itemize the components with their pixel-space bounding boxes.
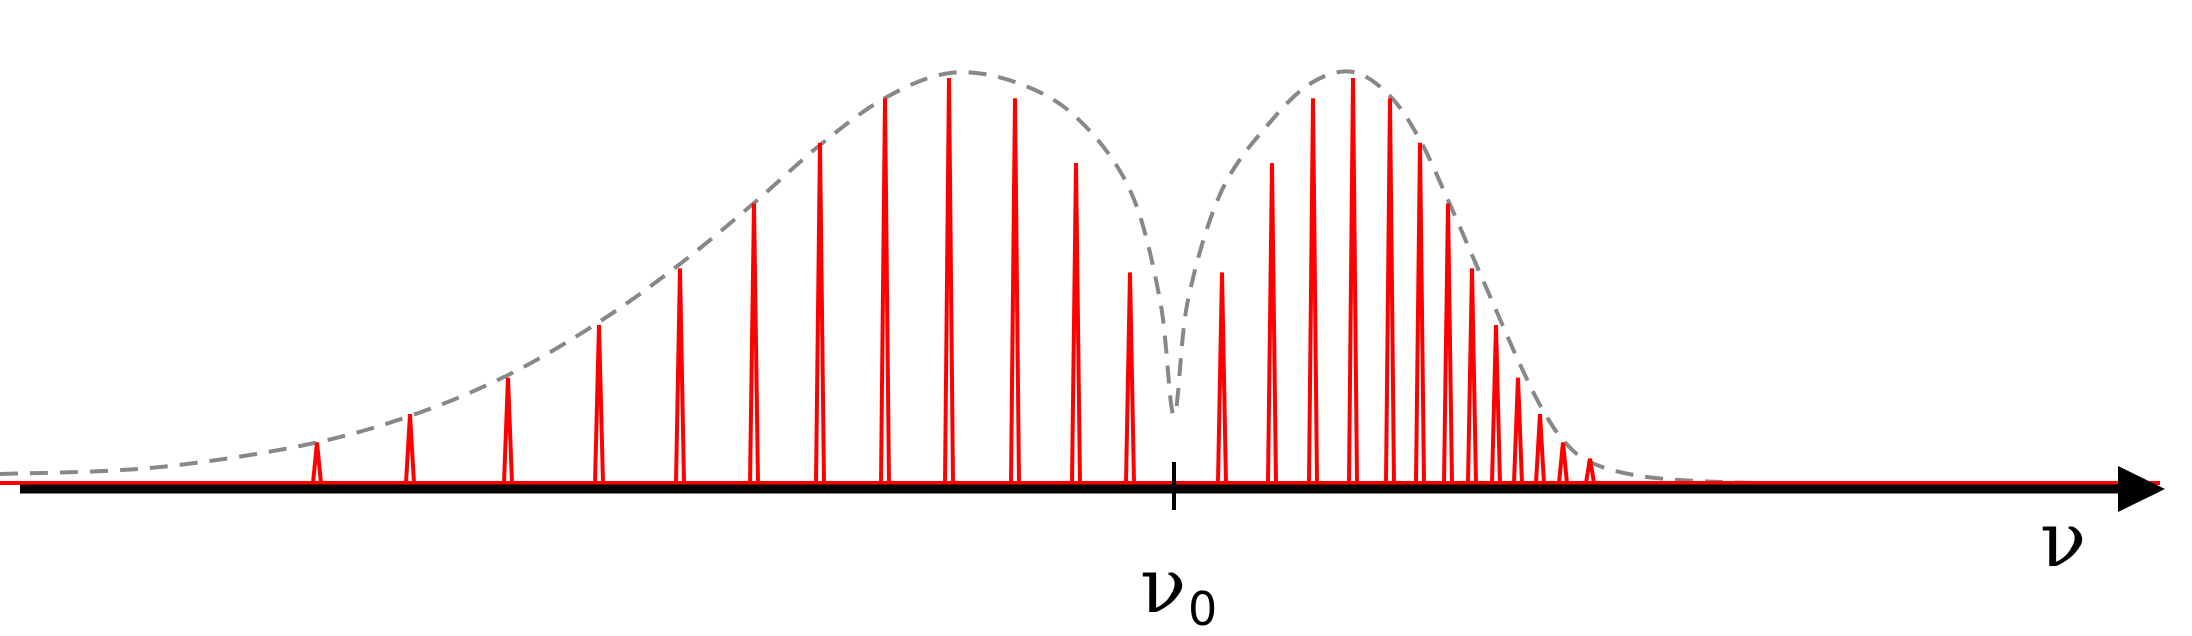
spike-left-12 — [1124, 272, 1136, 484]
spike-left-2 — [404, 414, 416, 484]
spike-right-1 — [1216, 272, 1228, 484]
spike-right-12 — [1557, 442, 1569, 484]
frequency-axis-arrowhead — [2118, 466, 2165, 512]
spike-left-11 — [1070, 163, 1082, 484]
spike-left-5 — [674, 268, 686, 484]
spike-right-13 — [1584, 458, 1596, 484]
spike-left-9 — [943, 77, 955, 484]
spike-left-3 — [502, 377, 514, 484]
spike-right-5 — [1384, 98, 1396, 484]
center-label-nu: ν — [1140, 541, 1186, 630]
spike-left-1 — [311, 442, 323, 484]
axis-label-nu: ν — [2040, 495, 2086, 584]
spike-left-4 — [593, 324, 605, 484]
spectral-envelope-curve — [0, 69, 1841, 486]
center-label-subscript: 0 — [1188, 582, 1217, 636]
spike-left-6 — [748, 203, 760, 484]
spike-right-6 — [1414, 142, 1426, 484]
spike-right-8 — [1466, 268, 1478, 484]
spike-right-7 — [1442, 203, 1454, 484]
spike-right-9 — [1490, 324, 1502, 484]
spike-right-10 — [1512, 377, 1524, 484]
spike-comb — [311, 77, 1596, 484]
spike-left-8 — [879, 98, 891, 484]
spike-left-7 — [814, 142, 826, 484]
spike-right-11 — [1534, 414, 1546, 484]
spike-right-3 — [1307, 98, 1319, 484]
spike-right-4 — [1347, 77, 1359, 484]
spike-left-10 — [1009, 98, 1021, 484]
spike-right-2 — [1266, 163, 1278, 484]
